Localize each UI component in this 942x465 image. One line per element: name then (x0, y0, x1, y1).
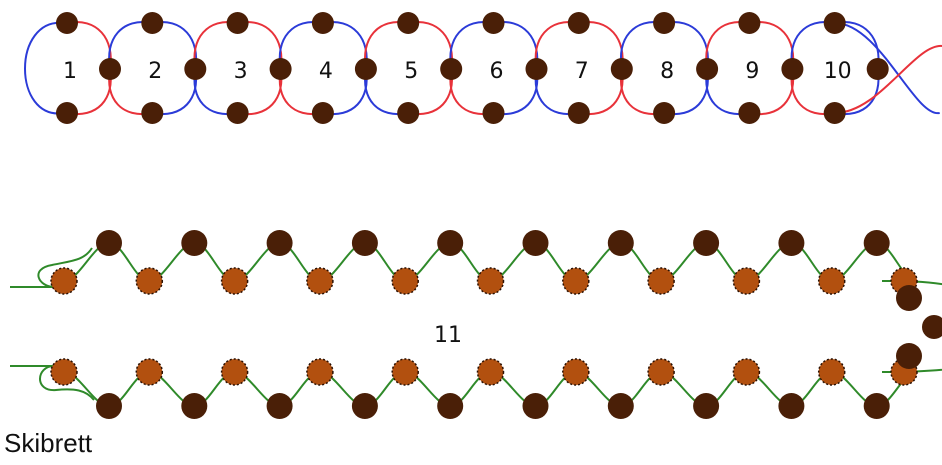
bead-middle (866, 58, 889, 80)
bead-middle (354, 58, 377, 80)
bead-upper-light (647, 267, 675, 295)
beadwork-diagram: 1 2 3 4 5 6 7 8 9 10 11 (10, 12, 942, 419)
step-label-11: 11 (434, 323, 462, 348)
step-label-8: 8 (660, 59, 674, 84)
bead-lower-dark (266, 393, 293, 419)
bead-lower-dark (522, 393, 549, 419)
bead-top (311, 12, 334, 34)
bead-upper-light (391, 267, 419, 295)
step-label-10: 10 (824, 59, 852, 84)
bead-bottom (311, 102, 334, 124)
step-label-9: 9 (745, 59, 759, 84)
bead-middle (525, 58, 548, 80)
bead-bottom (397, 102, 420, 124)
bead-bottom (738, 102, 761, 124)
bead-lower-dark (351, 393, 378, 419)
bead-lower-dark (96, 393, 122, 419)
step-label-3: 3 (234, 59, 248, 84)
step-label-5: 5 (404, 59, 418, 84)
bead-upper-light (732, 267, 761, 295)
bead-top (226, 12, 249, 34)
step-label-7: 7 (575, 59, 589, 84)
bead-upper-dark (863, 230, 890, 256)
step-label-1: 1 (63, 59, 77, 84)
bead-top (141, 12, 164, 34)
bead-upper-dark (266, 230, 293, 256)
bead-bottom (482, 102, 505, 124)
bead-lower-dark (693, 393, 720, 419)
bead-lower-light (220, 358, 249, 386)
bead-lower-light (391, 358, 419, 386)
bead-bottom (823, 102, 846, 124)
bead-upper-dark (607, 230, 634, 256)
bead-lower-light (476, 358, 505, 386)
bead-lower-light (732, 358, 761, 386)
bead-upper-light (476, 267, 505, 295)
bead-top (397, 12, 420, 34)
bead-upper-light (220, 267, 249, 295)
bead-lower-dark (607, 393, 634, 419)
bead-upper-dark (778, 230, 805, 256)
bead-upper-dark (437, 230, 464, 256)
bead-turn-3 (896, 343, 922, 369)
bead-lower-light (647, 358, 675, 386)
bead-upper-dark (693, 230, 720, 256)
thread-tail-lower (10, 365, 95, 401)
bead-upper-light (50, 267, 78, 295)
bead-middle (184, 58, 207, 80)
bottom-row-beads (50, 230, 942, 419)
step-label-4: 4 (319, 59, 333, 84)
bead-middle (610, 58, 633, 80)
bead-middle (696, 58, 719, 80)
thread-turnaround (881, 280, 942, 373)
bead-top (482, 12, 505, 34)
bead-lower-light (306, 358, 334, 386)
step-label-2: 2 (148, 59, 162, 84)
bead-bottom (567, 102, 590, 124)
bead-bottom (141, 102, 164, 124)
bead-upper-light (817, 267, 846, 295)
bead-bottom (653, 102, 676, 124)
bead-lower-dark (437, 393, 464, 419)
bead-top (567, 12, 590, 34)
top-row-threads (24, 21, 942, 116)
bead-lower-dark (181, 393, 208, 419)
bead-lower-light (562, 358, 590, 386)
caption: Skibrett (4, 428, 93, 458)
bead-bottom (56, 102, 78, 124)
bead-top (56, 12, 78, 34)
bead-top (738, 12, 761, 34)
bead-lower-light (135, 358, 164, 386)
bead-upper-dark (522, 230, 549, 256)
thread-tail-red (834, 45, 942, 114)
bead-middle (440, 58, 463, 80)
bead-upper-light (306, 267, 334, 295)
bead-lower-dark (778, 393, 805, 419)
bead-lower-light (817, 358, 846, 386)
thread-loop-left (24, 21, 65, 115)
bead-upper-light (135, 267, 164, 295)
bead-middle (99, 58, 121, 80)
step-label-6: 6 (490, 59, 504, 84)
bead-upper-dark (96, 230, 122, 256)
bead-bottom (226, 102, 249, 124)
bead-lower-dark (863, 393, 890, 419)
bead-top (823, 12, 846, 34)
top-row-step-labels: 1 2 3 4 5 6 7 8 9 10 (63, 59, 852, 84)
bead-middle (269, 58, 292, 80)
bead-middle (781, 58, 804, 80)
thread-tail-upper (10, 247, 93, 288)
bead-upper-dark (181, 230, 208, 256)
bead-turn-2 (922, 315, 942, 339)
thread-tail-blue (834, 22, 940, 115)
bead-top (653, 12, 676, 34)
bead-lower-light (50, 358, 78, 386)
bead-upper-dark (351, 230, 378, 256)
bead-upper-light (562, 267, 590, 295)
top-row-beads (56, 12, 889, 124)
bead-turn-1 (896, 285, 922, 311)
